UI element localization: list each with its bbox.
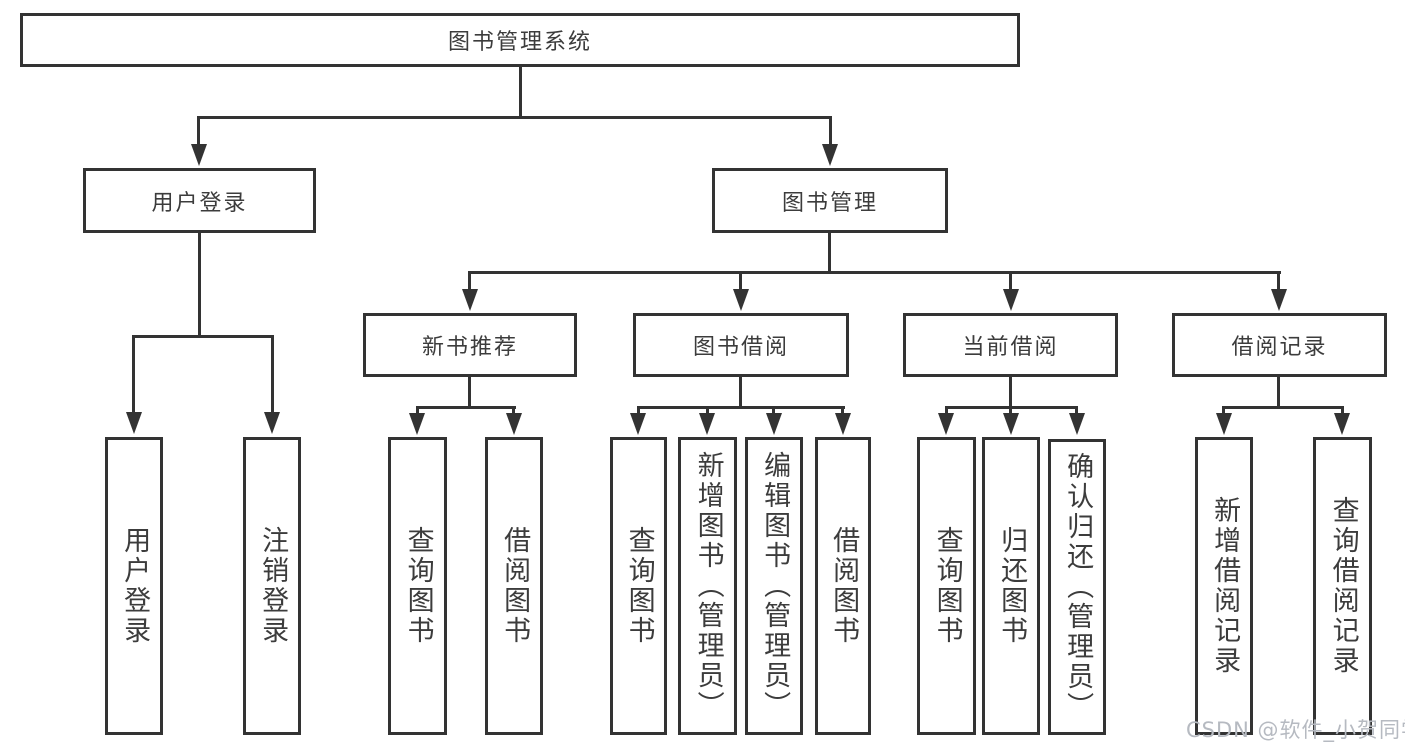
connector-line (132, 335, 135, 414)
connector-line (1075, 406, 1078, 416)
leaf-confirm-return-admin: 确认归还（管理员） (1048, 439, 1106, 735)
connector-line (772, 406, 775, 416)
arrow-down-icon (822, 144, 838, 166)
arrow-down-icon (766, 413, 782, 435)
connector-line (1009, 375, 1012, 408)
connector-line (637, 406, 640, 416)
leaf-label: 借阅图书 (828, 526, 860, 646)
node-book-management: 图书管理 (712, 168, 948, 233)
arrow-down-icon (1216, 413, 1232, 435)
connector-line (1277, 271, 1280, 291)
leaf-user-login: 用户登录 (105, 437, 163, 735)
connector-line (739, 375, 742, 408)
arrow-down-icon (733, 289, 749, 311)
connector-line (468, 271, 1281, 274)
leaf-add-book-admin: 新增图书（管理员） (678, 437, 737, 735)
connector-line (1341, 406, 1344, 416)
connector-line (1277, 375, 1280, 408)
leaf-label: 注销登录 (257, 526, 289, 646)
leaf-add-borrow-record: 新增借阅记录 (1195, 437, 1253, 735)
arrow-down-icon (1271, 289, 1287, 311)
connector-line (1009, 406, 1012, 416)
leaf-query-book-3: 查询图书 (917, 437, 976, 735)
node-user-login: 用户登录 (83, 168, 316, 233)
arrow-down-icon (630, 413, 646, 435)
connector-line (198, 231, 201, 337)
node-new-book-recommend: 新书推荐 (363, 313, 577, 377)
node-book-borrow: 图书借阅 (633, 313, 849, 377)
arrow-down-icon (699, 413, 715, 435)
connector-line (468, 271, 471, 291)
node-borrow-record: 借阅记录 (1172, 313, 1387, 377)
connector-line (1009, 271, 1012, 291)
leaf-label: 用户登录 (119, 526, 151, 646)
connector-line (519, 65, 522, 119)
arrow-down-icon (1334, 413, 1350, 435)
arrow-down-icon (835, 413, 851, 435)
connector-line (132, 335, 274, 338)
arrow-down-icon (938, 413, 954, 435)
connector-line (828, 231, 831, 273)
node-current-borrow: 当前借阅 (903, 313, 1118, 377)
connector-line (1222, 406, 1225, 416)
leaf-query-book-2: 查询图书 (610, 437, 667, 735)
leaf-edit-book-admin: 编辑图书（管理员） (745, 437, 803, 735)
leaf-label: 查询借阅记录 (1327, 496, 1359, 676)
leaf-label: 归还图书 (996, 526, 1028, 646)
arrow-down-icon (264, 412, 280, 434)
connector-line (739, 271, 742, 291)
connector-line (829, 116, 832, 146)
leaf-borrow-book-2: 借阅图书 (815, 437, 871, 735)
connector-line (945, 406, 948, 416)
leaf-label: 新增借阅记录 (1209, 496, 1241, 676)
connector-line (197, 116, 832, 119)
leaf-label: 查询图书 (402, 526, 434, 646)
leaf-label: 借阅图书 (499, 526, 531, 646)
connector-line (416, 406, 419, 416)
leaf-borrow-book-1: 借阅图书 (485, 437, 543, 735)
connector-line (706, 406, 709, 416)
connector-line (512, 406, 515, 416)
leaf-label: 新增图书（管理员） (692, 451, 724, 721)
arrow-down-icon (126, 412, 142, 434)
watermark: CSDN @软件_小贺同学 (1186, 718, 1405, 742)
leaf-query-book-1: 查询图书 (388, 437, 447, 735)
arrow-down-icon (191, 144, 207, 166)
arrow-down-icon (1003, 289, 1019, 311)
arrow-down-icon (409, 413, 425, 435)
connector-line (1222, 406, 1344, 409)
connector-line (841, 406, 844, 416)
leaf-logout: 注销登录 (243, 437, 301, 735)
leaf-label: 查询图书 (623, 526, 655, 646)
leaf-query-borrow-record: 查询借阅记录 (1313, 437, 1372, 735)
connector-line (416, 406, 516, 409)
leaf-return-book: 归还图书 (982, 437, 1040, 735)
leaf-label: 确认归还（管理员） (1062, 452, 1094, 722)
arrow-down-icon (1003, 413, 1019, 435)
leaf-label: 编辑图书（管理员） (759, 451, 791, 721)
arrow-down-icon (462, 289, 478, 311)
connector-line (468, 375, 471, 408)
connector-line (637, 406, 845, 409)
connector-line (197, 116, 200, 146)
leaf-label: 查询图书 (931, 526, 963, 646)
arrow-down-icon (1069, 413, 1085, 435)
node-root: 图书管理系统 (20, 13, 1020, 67)
connector-line (271, 335, 274, 414)
arrow-down-icon (506, 413, 522, 435)
